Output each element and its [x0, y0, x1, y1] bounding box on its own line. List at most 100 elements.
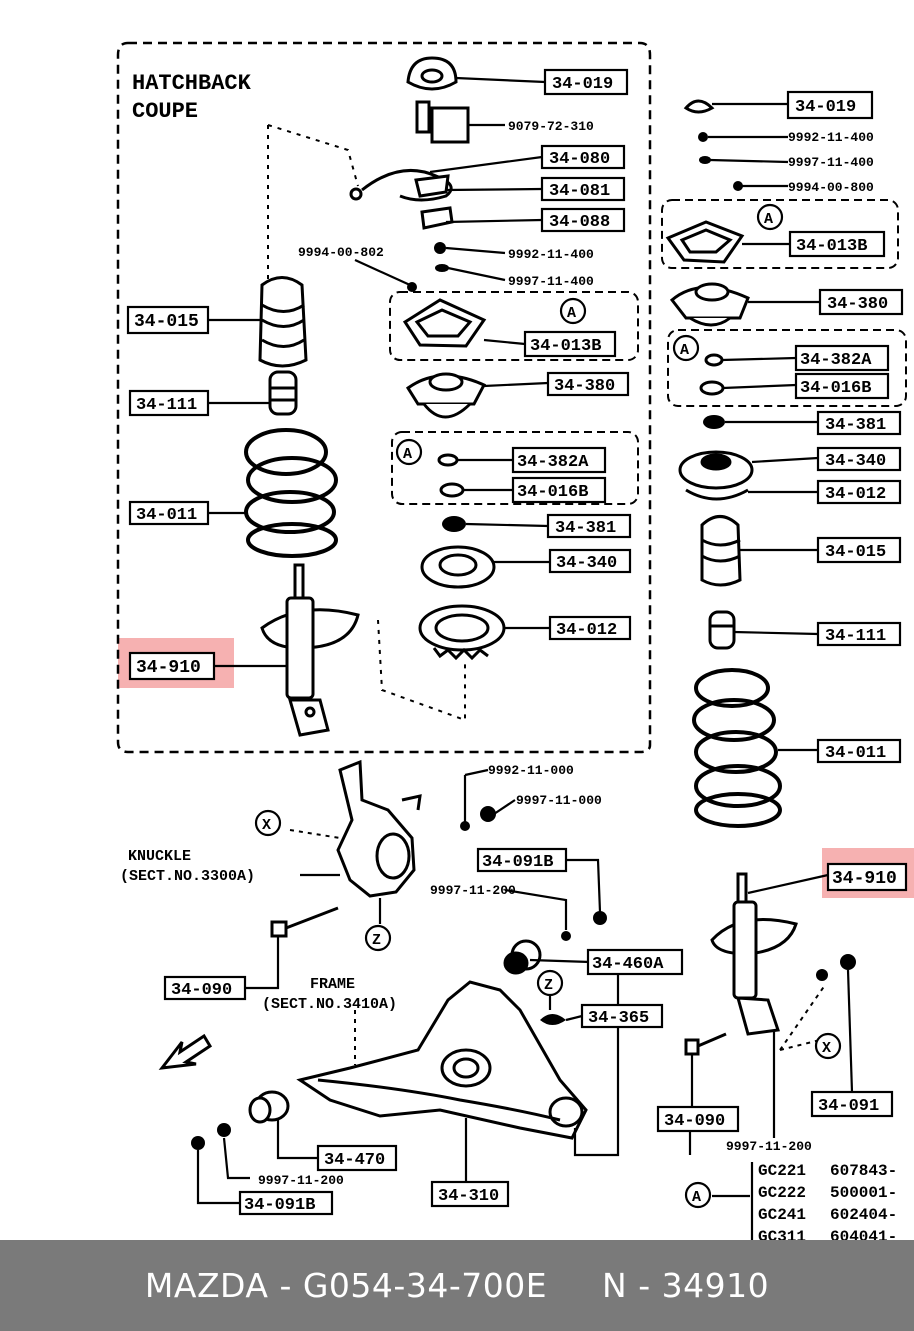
label-34-012-right: 34-012 — [825, 485, 886, 504]
label-9992-11-000: 9992-11-000 — [488, 763, 574, 778]
strut-mount-left — [405, 372, 487, 419]
group-a-outline-top — [389, 291, 639, 361]
label-34-015-left: 34-015 — [134, 312, 199, 332]
nut-091 — [840, 954, 856, 970]
bearing-381-left — [442, 516, 466, 532]
bolt-091-head — [816, 969, 828, 981]
serial-table: GC221 607843- GC222 500001- GC241 602404… — [758, 1162, 897, 1240]
label-9997-11-200-bottom: 9997-11-200 — [258, 1173, 344, 1188]
label-frame-sect: (SECT.NO.3410A) — [262, 996, 397, 1013]
bound-stopper-left — [268, 370, 298, 416]
label-34-470: 34-470 — [324, 1151, 385, 1170]
marker-a-1: A — [567, 305, 576, 322]
bolt-090-left — [270, 906, 339, 938]
dust-cap-right — [683, 99, 715, 114]
label-34-088: 34-088 — [549, 213, 610, 232]
label-9992-11-400-right: 9992-11-400 — [788, 130, 874, 145]
label-9994-00-800: 9994-00-800 — [788, 180, 874, 195]
label-34-381-left: 34-381 — [555, 519, 616, 538]
table-row-3-model: GC241 — [758, 1206, 806, 1224]
label-9079-72-310: 9079-72-310 — [508, 119, 594, 134]
label-9997-11-400-right: 9997-11-400 — [788, 155, 874, 170]
footer-sep-1: - — [268, 1266, 303, 1305]
marker-z-2: Z — [544, 977, 553, 994]
spring-seat-340-right — [678, 450, 754, 501]
washer-small — [435, 264, 449, 272]
label-34-091b-top: 34-091B — [482, 853, 553, 872]
label-34-382a-left: 34-382A — [517, 453, 589, 472]
seal-016b-right — [699, 380, 725, 396]
exploded-parts-diagram: HATCHBACK COUPE 34-019 34-019 34-080 34-… — [116, 41, 914, 1240]
label-34-019b: 34-019 — [795, 98, 856, 117]
marker-a-3: A — [764, 211, 773, 228]
dotted-link-x-right — [779, 984, 826, 1051]
ball-joint-365 — [540, 1014, 566, 1025]
bearing-381-right — [703, 415, 725, 429]
label-34-012-left: 34-012 — [556, 621, 617, 640]
label-34-382a-right: 34-382A — [800, 351, 872, 370]
bump-stop-right — [700, 515, 742, 587]
marker-a-5: A — [692, 1189, 701, 1206]
washer-right-1 — [699, 156, 711, 164]
spring-seat-340-left — [420, 545, 496, 589]
label-34-016b-left: 34-016B — [517, 483, 588, 502]
leader-lines — [196, 76, 854, 1240]
nut-091b-top — [593, 911, 607, 925]
label-34-015-right: 34-015 — [825, 543, 886, 562]
marker-x-1: X — [262, 817, 271, 834]
label-34-340-right: 34-340 — [825, 452, 886, 471]
bracket-assembly — [349, 169, 454, 230]
footer-bar: MAZDA - G054-34-700E N - 34910 — [0, 1240, 914, 1331]
lower-arm — [296, 980, 588, 1140]
table-row-2-model: GC222 — [758, 1184, 806, 1202]
label-knuckle-sect: (SECT.NO.3300A) — [120, 868, 255, 885]
label-34-910-left: 34-910 — [136, 658, 201, 678]
bump-stop-left — [258, 276, 308, 368]
nut-small — [434, 242, 446, 254]
hatchback-group-outline — [116, 41, 652, 754]
bolt-9997-mid — [561, 931, 571, 941]
knuckle — [336, 759, 422, 898]
label-34-091b-bottom: 34-091B — [244, 1196, 315, 1215]
group-a-outline-right-top — [661, 199, 899, 269]
label-34-310: 34-310 — [438, 1187, 499, 1206]
footer-ref: N - 34910 — [602, 1266, 770, 1305]
label-34-081: 34-081 — [549, 182, 610, 201]
coil-spring-right — [692, 668, 782, 828]
label-34-381-right: 34-381 — [825, 416, 886, 435]
label-9994-00-802: 9994-00-802 — [298, 245, 384, 260]
label-34-013b-right: 34-013B — [796, 237, 867, 256]
footer-brand: MAZDA — [144, 1266, 269, 1305]
strut-mount-right — [669, 282, 750, 327]
label-34-090-left: 34-090 — [171, 981, 232, 1000]
bushing-470 — [248, 1090, 290, 1124]
label-34-460a: 34-460A — [592, 955, 664, 974]
strut-right — [710, 872, 798, 1036]
label-34-019a: 34-019 — [552, 75, 613, 94]
label-34-091: 34-091 — [818, 1097, 879, 1116]
label-34-013b-left: 34-013B — [530, 337, 601, 356]
bushing-460a — [503, 939, 542, 975]
label-34-380-right: 34-380 — [827, 295, 888, 314]
group-a-outline-right-mid — [667, 329, 907, 407]
seal-382a-right — [704, 353, 724, 367]
label-34-111-left: 34-111 — [136, 396, 197, 415]
label-34-111-right: 34-111 — [825, 627, 886, 646]
label-9992-11-400-left: 9992-11-400 — [508, 247, 594, 262]
label-34-365: 34-365 — [588, 1009, 649, 1028]
header-hatchback: HATCHBACK — [132, 71, 252, 96]
label-34-340-left: 34-340 — [556, 554, 617, 573]
seal-016b-left — [439, 482, 465, 498]
label-9997-11-200-right: 9997-11-200 — [726, 1139, 812, 1154]
label-34-011-left: 34-011 — [136, 506, 197, 525]
group-a-outline-mid — [391, 431, 639, 505]
boxed-labels: 34-019 34-019 34-080 34-081 34-088 34-01… — [126, 68, 908, 1216]
table-row-4-model: GC311 — [758, 1228, 806, 1240]
dust-cap — [406, 56, 458, 91]
label-frame: FRAME — [310, 976, 355, 993]
table-row-1-model: GC221 — [758, 1162, 806, 1180]
circle-markers: A A A A A X X Z Z — [254, 203, 842, 1209]
table-row-1-serial: 607843- — [830, 1162, 897, 1180]
table-row-2-serial: 500001- — [830, 1184, 897, 1202]
seal-382a-left — [437, 453, 459, 467]
